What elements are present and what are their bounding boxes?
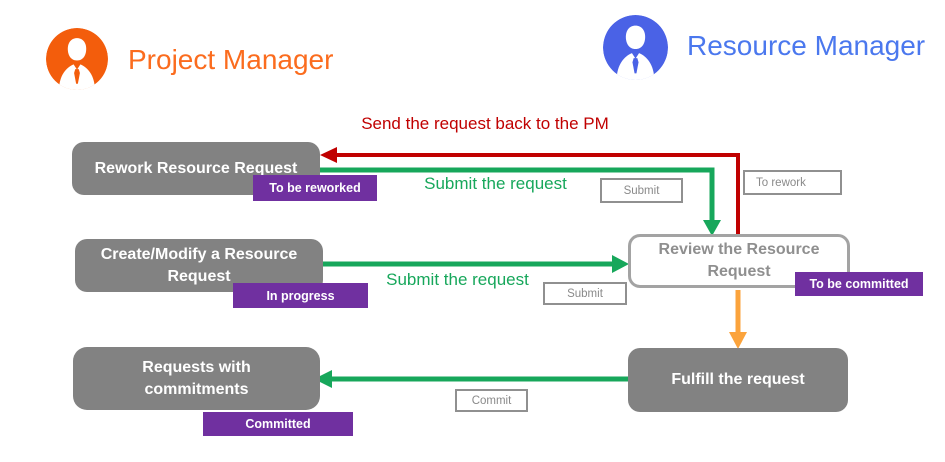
status-badge-in-progress: In progress	[233, 283, 368, 308]
node-label: Requests with commitments	[142, 358, 251, 398]
submit-button-middle[interactable]: Submit	[543, 282, 627, 305]
edge-label-submit-middle: Submit the request	[386, 270, 529, 289]
send-back-arrow-line	[336, 153, 740, 236]
project-manager-avatar	[46, 28, 108, 90]
submit-rework-arrowhead	[703, 220, 721, 236]
resource-manager-avatar	[603, 15, 668, 80]
commit-arrowhead	[314, 370, 332, 388]
node-fulfill-the-request: Fulfill the request	[628, 348, 848, 412]
submit-rework-arrow-line	[320, 167, 715, 222]
submit-button-top[interactable]: Submit	[600, 178, 683, 203]
review-to-fulfill-arrowhead	[729, 332, 747, 349]
edge-label-submit-top: Submit the request	[424, 174, 567, 193]
status-badge-committed: Committed	[203, 412, 353, 436]
node-requests-with-commitments: Requests with commitments	[73, 347, 320, 410]
commit-button[interactable]: Commit	[455, 389, 528, 412]
to-rework-button[interactable]: To rework	[743, 170, 842, 195]
resource-manager-title: Resource Manager	[687, 30, 926, 61]
send-back-arrowhead	[320, 147, 337, 163]
businessman-icon	[603, 15, 668, 80]
status-badge-to-be-committed: To be committed	[795, 272, 923, 296]
project-manager-title: Project Manager	[128, 44, 334, 75]
node-label: Review the Resource Request	[658, 241, 820, 280]
node-label: Fulfill the request	[671, 371, 805, 389]
status-badge-to-be-reworked: To be reworked	[253, 175, 377, 201]
businessman-icon	[46, 28, 108, 90]
node-label: Create/Modify a Resource Request	[100, 245, 298, 285]
edge-label-send-back: Send the request back to the PM	[361, 114, 609, 133]
node-label: Rework Resource Request	[94, 159, 298, 177]
submit-create-arrowhead	[612, 255, 629, 273]
